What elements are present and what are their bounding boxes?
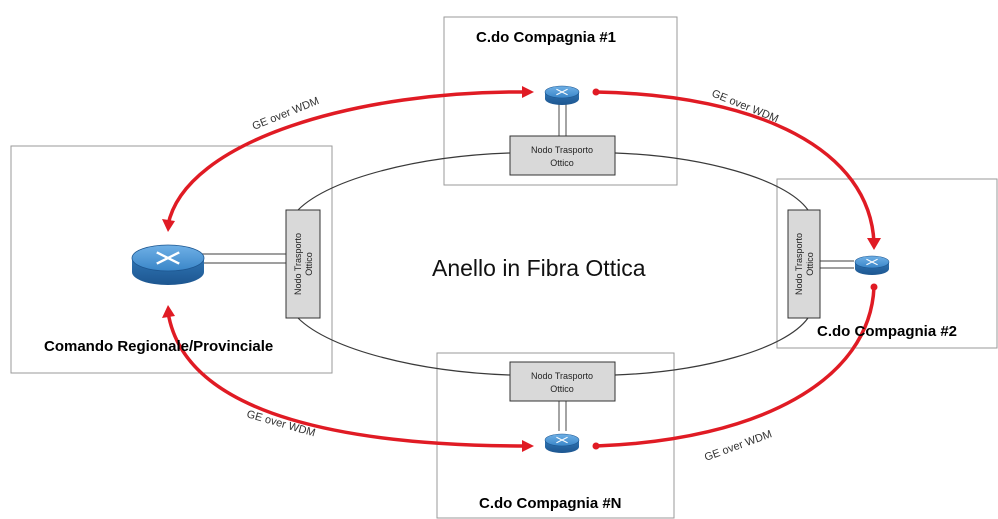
link-endpoint-dot — [592, 442, 600, 450]
link-company-1-company-2 — [595, 90, 876, 244]
transport-node-company-2: Nodo Trasporto Ottico — [787, 209, 821, 319]
arrowhead — [522, 86, 534, 98]
headquarters-frame — [10, 145, 333, 374]
site-title-company-n: C.do Compagnia #N — [479, 495, 622, 512]
link-company-n-hq — [166, 311, 529, 448]
link-hq-company-1 — [166, 90, 529, 226]
node-label-line1: Nodo Trasporto — [531, 145, 593, 155]
node-label-line2: Ottico — [550, 384, 574, 394]
company-1-frame — [443, 16, 678, 186]
node-label-line2: Ottico — [550, 158, 574, 168]
company-n-frame — [436, 352, 675, 519]
link-label-company-2-company-n: GE over WDM — [703, 428, 774, 464]
ring-label: Anello in Fibra Ottica — [432, 255, 646, 281]
link-endpoint-dot — [592, 88, 600, 96]
node-label-line2: Ottico — [805, 252, 815, 276]
node-label-line1: Nodo Trasporto — [531, 371, 593, 381]
link-endpoint-dot — [870, 283, 878, 291]
node-label-line2: Ottico — [304, 252, 314, 276]
transport-node-company-n: Nodo Trasporto Ottico — [509, 361, 616, 402]
wdm-endpoints — [592, 88, 878, 450]
site-title-company-1: C.do Compagnia #1 — [476, 29, 616, 46]
node-label-line1: Nodo Trasporto — [794, 233, 804, 295]
site-title-company-2: C.do Compagnia #2 — [817, 323, 957, 340]
arrowhead — [867, 238, 881, 250]
link-label-company-n-hq: GE over WDM — [245, 408, 316, 439]
node-label-line1: Nodo Trasporto — [293, 233, 303, 295]
site-title-headquarters: Comando Regionale/Provinciale — [44, 338, 273, 355]
router-icon — [854, 255, 890, 275]
wdm-arrowheads — [162, 86, 881, 452]
wdm-links — [166, 90, 876, 448]
link-company-2-company-n — [595, 286, 876, 448]
company-2-frame — [776, 178, 998, 349]
arrowhead — [162, 305, 175, 318]
transport-node-company-1: Nodo Trasporto Ottico — [509, 135, 616, 176]
router-icon — [131, 244, 205, 285]
transport-node-hq: Nodo Trasporto Ottico — [285, 209, 321, 319]
arrowhead — [522, 440, 534, 452]
router-icon — [544, 433, 580, 453]
arrowhead — [162, 219, 175, 232]
router-icon — [544, 85, 580, 105]
